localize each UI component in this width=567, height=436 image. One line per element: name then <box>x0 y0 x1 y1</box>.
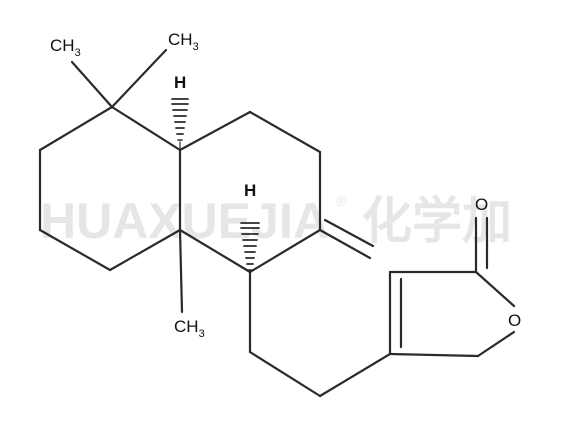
butenolide-ring <box>388 270 516 358</box>
bond-lactone-co <box>474 270 516 308</box>
bond-right-ring-5 <box>178 228 252 274</box>
bond-methylene-2 <box>323 218 375 248</box>
bond-lactone-oc <box>476 330 516 358</box>
bond-right-ring-4 <box>248 228 322 274</box>
bond-left-ring-6 <box>110 105 182 152</box>
bond-methyl-top-left <box>70 60 114 109</box>
hashed-wedge-mid <box>240 222 260 271</box>
bond-left-ring-1 <box>38 105 114 152</box>
watermark: HUAXUEJIA ® 化学加 <box>40 193 512 249</box>
bond-right-ring-2 <box>248 110 322 154</box>
methyl-top-left-label: CH3 <box>50 36 81 59</box>
carbonyl-oxygen-label: O <box>475 195 488 214</box>
bond-lactone-ch2 <box>388 352 480 358</box>
hydrogen-top-label: H <box>174 73 186 92</box>
watermark-registered-mark: ® <box>336 193 347 209</box>
watermark-text: HUAXUEJIA <box>40 193 329 249</box>
methyl-top-right-label: CH3 <box>168 30 199 53</box>
bond-left-ring-4 <box>108 228 182 272</box>
methyl-bottom-label: CH3 <box>174 317 205 340</box>
right-ring <box>178 110 322 274</box>
hydrogen-mid-label: H <box>244 181 256 200</box>
bond-chain-3 <box>318 352 392 398</box>
bond-right-ring-1 <box>178 110 252 152</box>
ring-oxygen-label: O <box>508 311 521 330</box>
watermark-chinese-text: 化学加 <box>362 193 512 249</box>
left-ring <box>38 105 182 272</box>
bond-methyl-top-right <box>110 48 168 109</box>
bond-angular-methyl <box>178 228 184 314</box>
bond-chain-2 <box>248 350 322 398</box>
hashed-wedge-top <box>171 98 189 149</box>
bond-left-ring-3 <box>38 228 112 272</box>
bond-methylene-1 <box>318 228 372 260</box>
